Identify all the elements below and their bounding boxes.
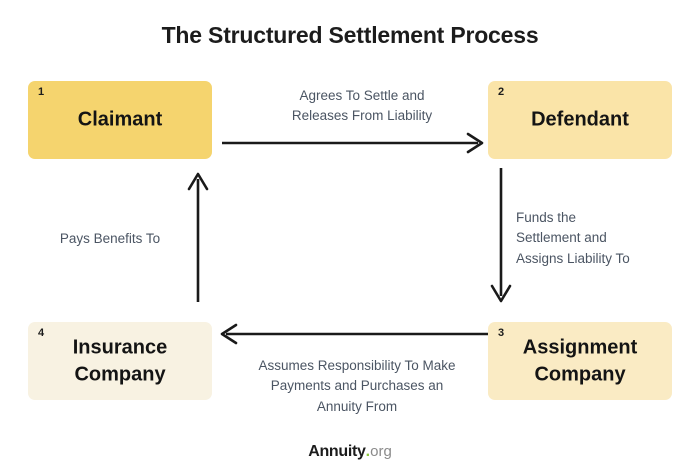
node-number-badge: 2: [498, 86, 505, 98]
node-number-badge: 3: [498, 327, 505, 339]
edge-label-insurance-to-claimant: Pays Benefits To: [30, 229, 190, 249]
page-title: The Structured Settlement Process: [161, 22, 539, 48]
edge-label-line3: Assigns Liability To: [516, 250, 630, 266]
arrow-insurance-to-claimant: [187, 172, 209, 302]
node-label: Defendant: [531, 108, 629, 131]
edge-label-line1: Funds the: [516, 210, 577, 225]
node-label-line1: Insurance: [72, 336, 168, 359]
edge-label-line2: Settlement and: [516, 230, 607, 246]
node-number-badge: 4: [38, 327, 45, 339]
logo-dot: .: [365, 443, 371, 460]
arrow-defendant-to-assignment: [490, 168, 512, 303]
edge-label-claimant-to-defendant: Agrees To Settle and Releases From Liabi…: [230, 86, 494, 127]
edge-label-line3: Annuity From: [316, 398, 398, 414]
logo-brand-text: Annuity: [308, 443, 366, 460]
node-claimant[interactable]: 1 Claimant: [28, 81, 212, 159]
edge-label-line1: Agrees To Settle and: [299, 88, 425, 103]
node-label-line1: Assignment: [522, 336, 638, 359]
node-defendant[interactable]: 2 Defendant: [488, 81, 672, 159]
logo-tld-text: org: [370, 443, 392, 460]
node-label-line2: Company: [534, 363, 626, 385]
arrow-assignment-to-insurance: [220, 323, 490, 345]
edge-label-line1: Assumes Responsibility To Make: [258, 358, 456, 373]
node-label-line2: Company: [74, 363, 166, 385]
edge-label-line2: Payments and Purchases an: [270, 378, 444, 394]
arrow-claimant-to-defendant: [222, 132, 484, 154]
edge-label-line1: Pays Benefits To: [59, 231, 161, 246]
node-label: Claimant: [77, 108, 163, 131]
edge-label-defendant-to-assignment: Funds the Settlement and Assigns Liabili…: [516, 208, 691, 269]
edge-label-line2: Releases From Liability: [291, 108, 433, 124]
annuity-org-logo: Annuity.org: [0, 444, 700, 460]
node-number-badge: 1: [38, 86, 45, 98]
edge-label-assignment-to-insurance: Assumes Responsibility To Make Payments …: [222, 356, 492, 417]
